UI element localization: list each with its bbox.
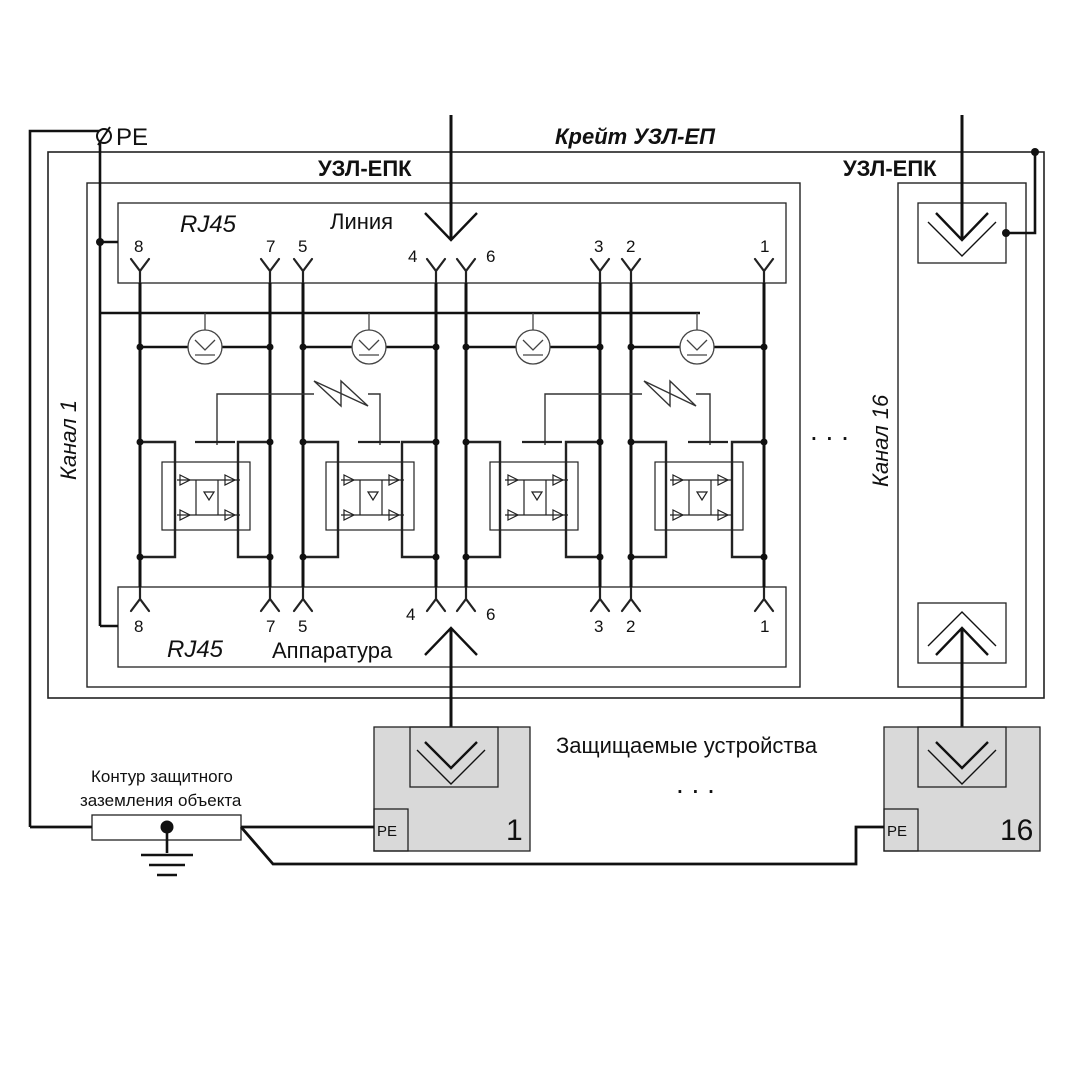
device-1-number: 1 [506,814,523,847]
module-right-title: УЗЛ-ЕПК [843,156,937,181]
pe-terminal: PE [96,124,148,151]
pin-label-top-2: 2 [626,237,635,256]
device-1: PE 1 [373,726,531,852]
pin-label-top-7: 7 [266,237,275,256]
line-connector-label: RJ45 [180,211,237,238]
channel-1-label: Канал 1 [56,400,81,480]
ground-symbol-icon [141,820,193,877]
signal-lines [138,283,766,587]
pin-label-top-4: 4 [408,247,417,266]
protected-devices-label: Защищаемые устройства [556,733,818,758]
pin-label-top-6: 6 [486,247,495,266]
ground-label-line2: заземления объекта [80,791,242,810]
pin-label-top-5: 5 [298,237,307,256]
crate-frame [47,151,1045,699]
equip-label: Аппаратура [272,638,393,663]
diode-bridges [140,440,764,559]
pin-label-top-8: 8 [134,237,143,256]
pe-label: PE [116,124,148,151]
pe-junction-1 [96,238,104,246]
module-ellipsis: . . . [810,415,849,446]
pin-label-bot-2: 2 [626,617,635,636]
right-line-cable [927,115,997,257]
line-label: Линия [330,209,393,234]
pin-label-top-3: 3 [594,237,603,256]
module-left-frame [86,182,801,688]
ground-label-line1: Контур защитного [91,767,233,786]
right-pe-junction-b [1031,148,1039,156]
pin-forks-bottom [129,585,775,613]
equip-connector-label: RJ45 [167,636,224,663]
pe-bus [28,129,700,827]
device-1-pe: PE [377,823,397,840]
pin-label-bot-8: 8 [134,617,143,636]
device-16-number: 16 [1000,814,1033,847]
channel-16-label: Канал 16 [868,394,893,487]
tvs-diodes [216,379,711,445]
pin-forks-top [129,257,775,285]
pin-label-top-1: 1 [760,237,769,256]
pin-label-bot-6: 6 [486,605,495,624]
pin-label-bot-5: 5 [298,617,307,636]
ground-wires [30,825,884,866]
pin-label-bot-7: 7 [266,617,275,636]
crate-label: Крейт УЗЛ-ЕП [555,124,716,149]
pin-label-bot-4: 4 [406,605,415,624]
pin-label-bot-3: 3 [594,617,603,636]
bridge-junctions [136,438,768,561]
tube-junctions [136,343,768,351]
right-pe-link [1006,152,1037,235]
device-16-pe: PE [887,823,907,840]
device-16: PE 16 [883,726,1041,852]
pin-label-bot-1: 1 [760,617,769,636]
line-cable-left [424,115,478,242]
right-pe-junction-a [1002,229,1010,237]
gas-discharge-tubes [140,313,764,365]
devices-ellipsis: . . . [676,768,715,799]
module-left-title: УЗЛ-ЕПК [318,156,412,181]
